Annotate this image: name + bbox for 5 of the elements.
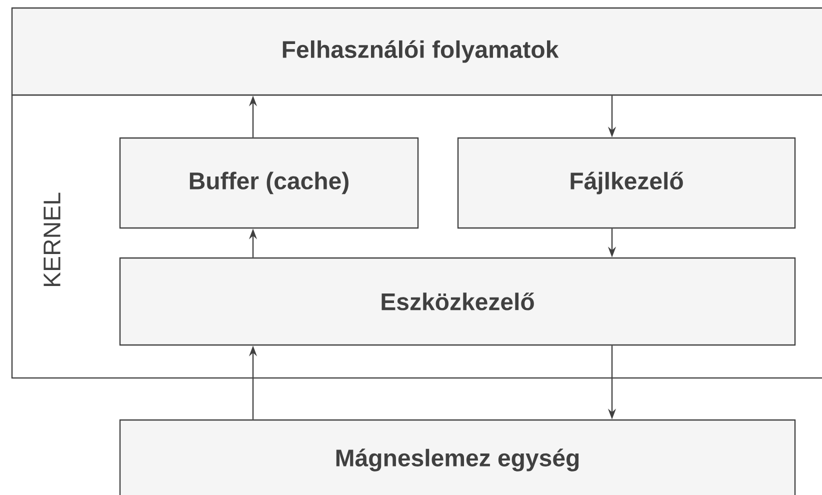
- process-box: Fájlkezelő: [457, 137, 796, 229]
- process-box: Eszközkezelő: [119, 257, 796, 346]
- process-box: Buffer (cache): [119, 137, 419, 229]
- process-box: Mágneslemez egység: [119, 419, 796, 495]
- process-band: Felhasználói folyamatok: [11, 7, 822, 96]
